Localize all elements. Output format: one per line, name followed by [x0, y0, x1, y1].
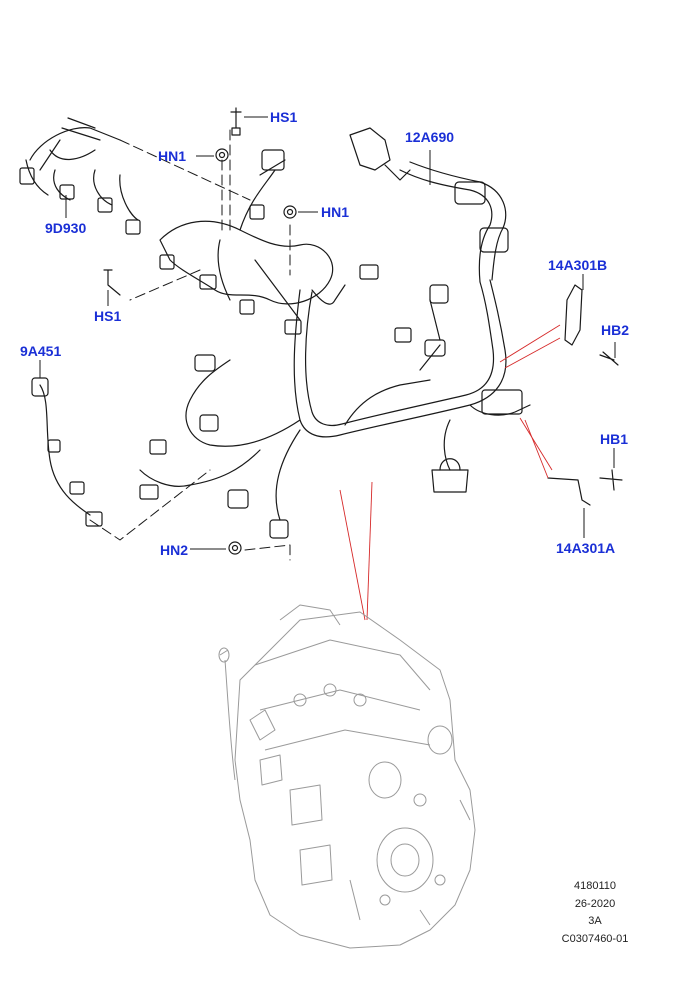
callout-12a690[interactable]: 12A690 — [405, 129, 455, 145]
callout-hn1-left[interactable]: HN1 — [158, 148, 187, 164]
reference-number: 4180110 — [573, 880, 616, 892]
callout-hn2[interactable]: HN2 — [160, 542, 189, 558]
leader-lines — [39, 116, 616, 550]
reference-date: 26-2020 — [574, 898, 616, 910]
callout-14a301b[interactable]: 14A301B — [548, 257, 608, 273]
reference-revision: 3A — [588, 915, 602, 927]
callout-hb1[interactable]: HB1 — [600, 431, 629, 447]
callout-9d930[interactable]: 9D930 — [45, 220, 87, 236]
callout-hn1-right[interactable]: HN1 — [321, 204, 350, 220]
reference-code: C0307460-01 — [561, 933, 629, 945]
callout-hs1-top[interactable]: HS1 — [270, 109, 298, 125]
callout-hb2[interactable]: HB2 — [601, 322, 630, 338]
engine-wiring-harness — [19, 107, 623, 561]
callout-9a451[interactable]: 9A451 — [20, 343, 62, 359]
callout-14a301a[interactable]: 14A301A — [556, 540, 616, 556]
callout-hs1-left[interactable]: HS1 — [94, 308, 122, 324]
red-leader-lines — [339, 324, 561, 621]
engine-block-illustration — [218, 604, 476, 949]
